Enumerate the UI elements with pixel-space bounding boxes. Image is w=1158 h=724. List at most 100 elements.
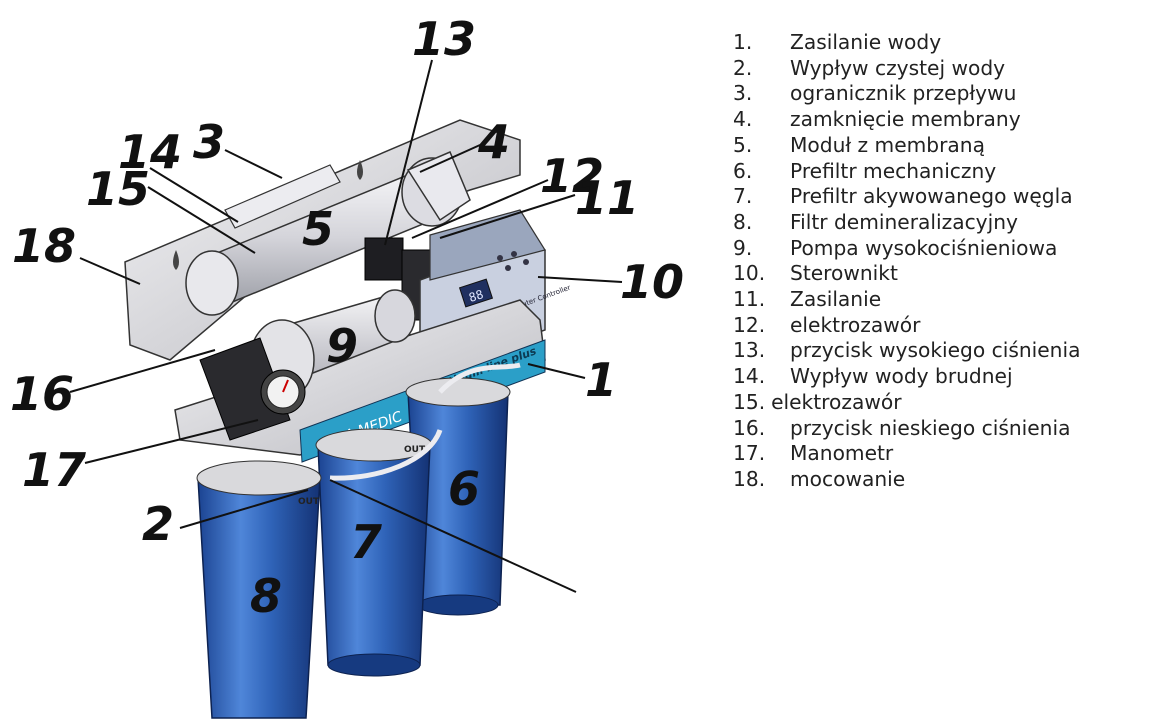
legend-item: 12. elektrozawór (733, 313, 1153, 339)
legend-item: 8. Filtr demineralizacyjny (733, 210, 1153, 236)
membrane-module (185, 151, 471, 316)
mounting-slot (173, 250, 179, 270)
legend-item: 17. Manometr (733, 441, 1153, 467)
legend-item: 9. Pompa wysokociśnieniowa (733, 236, 1153, 262)
legend-item-number: 9. (733, 235, 753, 260)
leader-line-2 (179, 489, 309, 529)
legend-item-number: 10. (733, 261, 766, 286)
legend-item-number: 6. (733, 158, 753, 183)
legend-item-number: 2. (733, 55, 753, 80)
legend-item-label: przycisk nieskiego ciśnienia (790, 415, 1071, 440)
leader-line-12 (411, 179, 549, 239)
legend-item-label: elektrozawór (771, 389, 902, 414)
solenoid-valve (364, 237, 404, 281)
legend-item-number: 8. (733, 209, 753, 234)
leader-line-3 (224, 149, 283, 179)
legend-item-number: 17. (733, 441, 766, 466)
legend-item-label: Wypływ wody brudnej (790, 364, 1013, 389)
leader-line-1 (527, 363, 586, 379)
legend-item-label: Prefiltr akywowanego węgla (790, 184, 1073, 209)
legend-item-label: ogranicznik przepływu (790, 81, 1017, 106)
leader-line-14 (149, 167, 239, 223)
legend-item-number: 4. (733, 107, 753, 132)
callout-16: 16 (10, 367, 74, 421)
callout-10: 10 (620, 255, 684, 309)
legend-item: 11. Zasilanie (733, 287, 1153, 313)
callout-4: 4 (477, 115, 510, 169)
legend-item: 5. Moduł z membraną (733, 133, 1153, 159)
legend-item: 6. Prefiltr mechaniczny (733, 159, 1153, 185)
leader-line-7 (329, 479, 577, 593)
callout-13: 13 (412, 12, 476, 66)
display-readout: 88 (467, 287, 485, 305)
ro-system-diagram: 88 RO Computer Controller AQUA MEDIC pla… (10, 12, 684, 719)
leader-line-4 (419, 144, 481, 173)
flow-restrictor (224, 164, 341, 229)
legend-item: 15.elektrozawór (733, 390, 1153, 416)
legend-item-number: 16. (733, 415, 766, 440)
mounting-slot (357, 160, 363, 180)
legend-item-number: 11. (733, 287, 766, 312)
legend-item-number: 7. (733, 184, 753, 209)
legend-item: 7. Prefiltr akywowanego węgla (733, 184, 1153, 210)
legend-item-label: Filtr demineralizacyjny (790, 209, 1018, 234)
callout-3: 3 (193, 115, 225, 169)
legend-item-number: 12. (733, 312, 766, 337)
callout-17: 17 (22, 443, 86, 497)
callout-7: 7 (350, 515, 382, 569)
leader-line-11 (439, 194, 576, 239)
legend-item-label: Prefiltr mechaniczny (790, 158, 997, 183)
legend-item-label: Sterownikt (790, 261, 898, 286)
legend-item: 16. przycisk nieskiego ciśnienia (733, 416, 1153, 442)
legend-item-label: Zasilanie wody (790, 30, 942, 54)
legend-item-label: Manometr (790, 441, 894, 466)
callout-18: 18 (12, 219, 76, 273)
legend-item: 3. ogranicznik przepływu (733, 81, 1153, 107)
legend-item-label: Wypływ czystej wody (790, 55, 1006, 80)
callout-8: 8 (250, 569, 282, 623)
legend-item-number: 18. (733, 466, 766, 491)
legend-item-label: elektrozawór (790, 312, 921, 337)
legend-item-number: 3. (733, 81, 753, 106)
leader-line-15 (147, 186, 256, 254)
high-pressure-pump (199, 289, 416, 441)
callout-14: 14 (118, 125, 182, 179)
pressure-gauge (260, 369, 306, 415)
legend-item-label: zamknięcie membrany (790, 107, 1021, 132)
leader-line-18 (79, 257, 141, 285)
legend-item-label: Moduł z membraną (790, 132, 985, 157)
outlet-port-label: OUT (404, 445, 426, 455)
legend-item-number: 5. (733, 132, 753, 157)
callout-11: 11 (575, 171, 639, 225)
leader-line-13 (384, 59, 433, 246)
filter-housing-8 (196, 460, 322, 719)
outlet-port-label: OUT (298, 497, 320, 507)
legend-item: 1. Zasilanie wody (733, 30, 1153, 56)
parts-legend: 1. Zasilanie wody 2. Wypływ czystej wody 3. o… (733, 30, 1153, 493)
legend-item: 18. mocowanie (733, 467, 1153, 493)
leader-line-16 (69, 349, 216, 393)
legend-item-label: przycisk wysokiego ciśnienia (790, 338, 1081, 363)
callout-6: 6 (448, 462, 480, 516)
callout-2: 2 (142, 497, 174, 551)
legend-item: 4. zamknięcie membrany (733, 107, 1153, 133)
legend-item-number: 15. (733, 389, 766, 414)
leader-line-10 (537, 276, 623, 283)
legend-item: 2. Wypływ czystej wody (733, 56, 1153, 82)
leader-line-17 (84, 419, 259, 464)
legend-item-number: 1. (733, 30, 753, 54)
callout-5: 5 (302, 202, 334, 256)
water-hose (438, 362, 521, 394)
filter-housing-7 (315, 428, 433, 677)
legend-item: 10. Sterownikt (733, 261, 1153, 287)
legend-item-label: mocowanie (790, 466, 906, 491)
callout-15: 15 (86, 162, 150, 216)
water-hose (329, 429, 443, 481)
legend-item-number: 13. (733, 338, 766, 363)
callout-1: 1 (585, 353, 617, 407)
legend-item-label: Zasilanie (790, 287, 882, 312)
legend-item-number: 14. (733, 364, 766, 389)
legend-item: 14. Wypływ wody brudnej (733, 364, 1153, 390)
legend-item-label: Pompa wysokociśnieniowa (790, 235, 1058, 260)
callout-12: 12 (540, 149, 604, 203)
